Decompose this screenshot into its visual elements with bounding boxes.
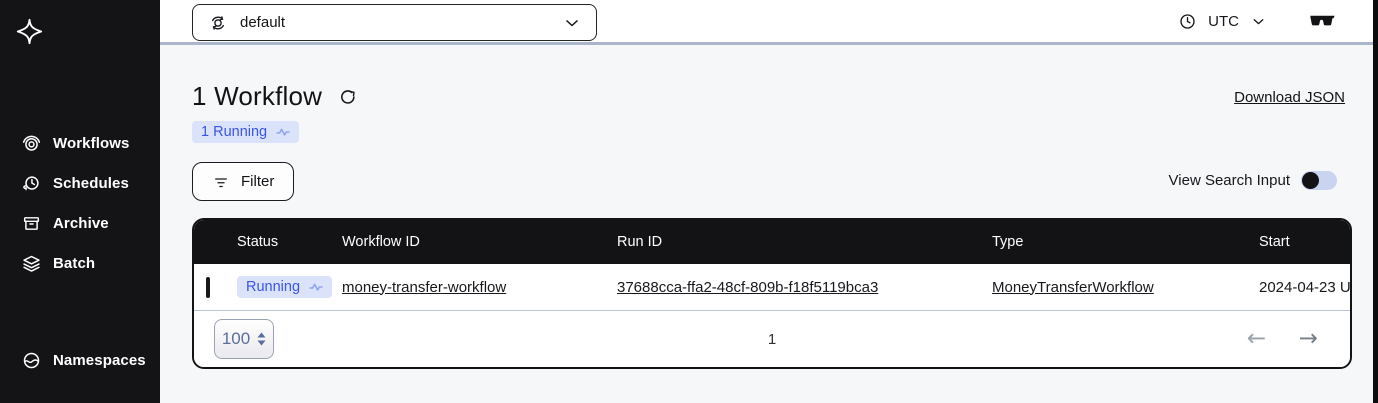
row-checkbox[interactable] [206,276,210,298]
filter-button[interactable]: Filter [192,162,295,201]
start-time-cell: 2024-04-23 U [1259,278,1350,296]
topbar-right-controls: UTC [1178,0,1336,42]
table-footer: 100 1 ← → [194,311,1350,367]
refresh-button[interactable] [338,87,358,107]
workflows-table: Status Workflow ID Run ID Type Start Run… [192,218,1352,369]
batch-icon [23,255,40,272]
timezone-selector[interactable]: UTC [1178,12,1267,31]
running-summary-badge-label: 1 Running [201,124,268,140]
archive-icon [23,216,40,230]
sidebar-item-label: Batch [53,254,96,272]
pulse-icon [276,128,290,136]
view-search-input-label: View Search Input [1168,172,1290,189]
window-edge-strip [1373,0,1378,403]
chevron-down-icon [1253,18,1264,24]
next-page-arrow[interactable]: → [1298,325,1318,352]
sidebar-item-namespaces[interactable]: Namespaces [0,340,160,380]
filter-icon [215,177,227,187]
page-size-select[interactable]: 100 [214,319,274,359]
column-header-run-id[interactable]: Run ID [617,234,663,250]
column-header-status[interactable]: Status [237,234,279,250]
view-search-input-toggle[interactable] [1301,171,1337,190]
topbar: default UTC [160,0,1378,45]
refresh-icon [341,89,355,104]
namespace-icon [211,15,225,30]
sidebar-item-workflows[interactable]: Workflows [0,123,160,163]
chevron-down-icon [562,13,582,33]
pulse-icon [309,283,323,291]
page-size-value: 100 [221,329,251,348]
toggle-knob [1302,172,1319,189]
page-title: 1 Workflow [192,81,323,111]
status-badge: Running [237,276,333,298]
timezone-label: UTC [1208,12,1239,30]
sidebar-item-archive[interactable]: Archive [0,203,160,243]
status-badge-label: Running [246,279,301,295]
clock-icon [1180,13,1195,29]
sidebar-item-label: Namespaces [53,351,146,369]
current-page-indicator: 1 [767,330,777,348]
sidebar-item-schedules[interactable]: Schedules [0,163,160,203]
previous-page-arrow[interactable]: ← [1246,325,1266,352]
main-content: 1 Workflow Download JSON 1 Running Filte… [160,45,1378,403]
namespaces-icon [23,352,40,368]
sidebar-item-batch[interactable]: Batch [0,243,160,283]
stepper-arrows-icon [257,332,266,346]
running-summary-badge[interactable]: 1 Running [192,121,300,143]
namespace-select[interactable]: default [192,4,597,41]
sidebar-item-label: Archive [53,214,109,232]
workflows-icon [22,135,41,151]
labs-mode-toggle[interactable] [1309,11,1336,31]
schedules-icon [23,175,39,190]
sidebar-item-label: Schedules [53,174,129,192]
column-header-workflow-id[interactable]: Workflow ID [342,234,420,250]
namespace-select-value: default [240,14,286,31]
run-id-link[interactable]: 37688cca-ffa2-48cf-809b-f18f5119bca3 [617,278,879,296]
download-json-link[interactable]: Download JSON [1234,89,1345,106]
table-row[interactable]: Running money-transfer-workflow 37688cca… [194,264,1350,311]
glasses-icon [1310,15,1335,26]
temporal-logo-icon[interactable] [16,18,43,50]
sidebar-item-label: Workflows [53,134,130,152]
column-header-start[interactable]: Start [1259,234,1290,250]
column-header-type[interactable]: Type [992,234,1024,250]
table-header-row: Status Workflow ID Run ID Type Start [194,220,1350,264]
workflow-type-link[interactable]: MoneyTransferWorkflow [992,278,1154,296]
sidebar: Workflows Schedules Archive [0,0,160,403]
workflow-id-link[interactable]: money-transfer-workflow [342,278,507,296]
filter-button-label: Filter [241,173,275,190]
